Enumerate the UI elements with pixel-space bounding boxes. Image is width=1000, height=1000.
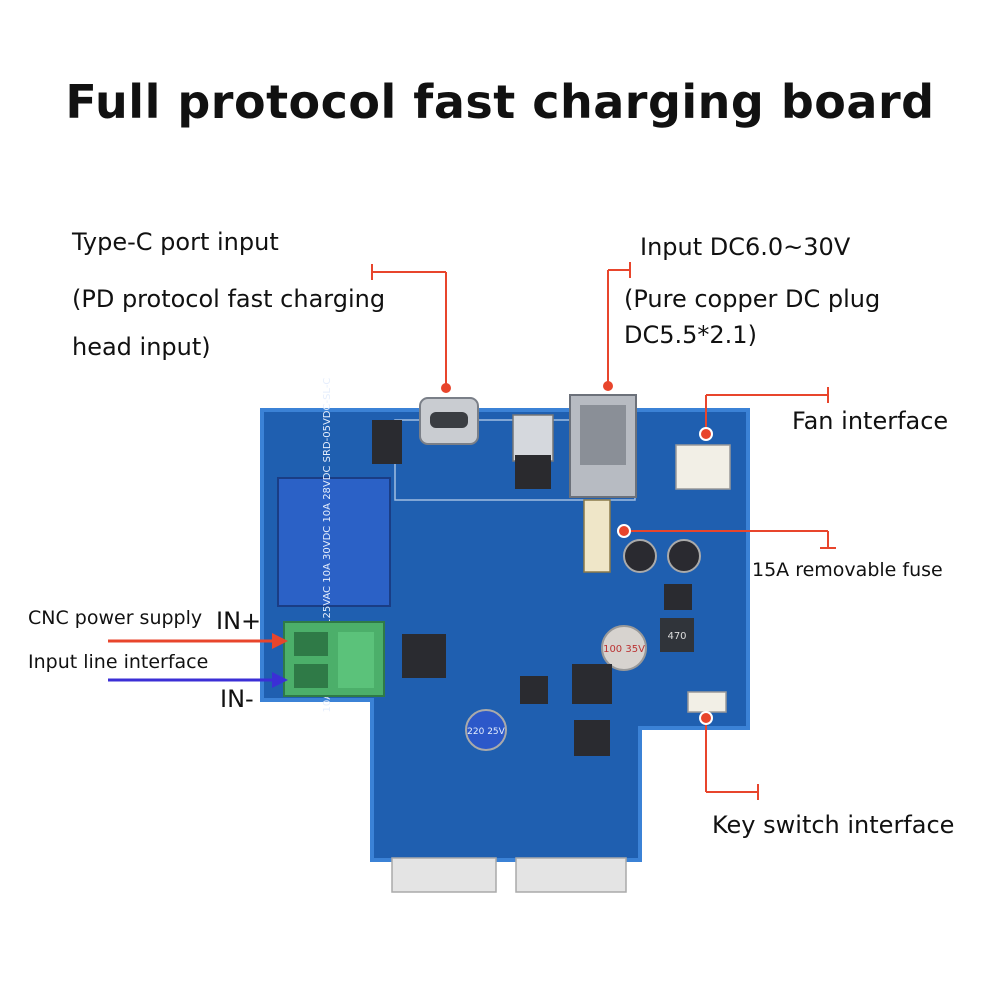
typec-label-line2: (PD protocol fast charging (72, 285, 386, 313)
fan-connector (675, 444, 731, 490)
in-minus-label: IN- (220, 685, 254, 713)
capacitor-large (601, 625, 647, 671)
capacitor-1 (623, 539, 657, 573)
fuse-label: 15A removable fuse (752, 559, 943, 581)
cap-large-marking: 100 35V (603, 644, 645, 655)
in-plus-label: IN+ (216, 607, 262, 635)
bottom-connector-left (391, 857, 497, 893)
fuse (583, 499, 611, 573)
ic-chip-4 (574, 720, 610, 756)
cnc-label: CNC power supply (28, 607, 203, 629)
input-line-label: Input line interface (28, 651, 209, 673)
cap-small-marking: 220 25V (467, 727, 505, 737)
relay-marking: 10A 250VAC 15A 125VAC 10A 30VDC 10A 28VD… (322, 378, 333, 713)
ic-chip-1 (402, 634, 446, 678)
ic-chip-3 (572, 664, 612, 704)
page-title: Full protocol fast charging board (65, 75, 935, 129)
inductor-marking: 470 (667, 631, 686, 642)
ic-chip-6 (664, 584, 692, 610)
dc-label-line2: (Pure copper DC plug (624, 285, 881, 313)
callout-dots (441, 381, 713, 725)
dc-label-line1: Input DC6.0~30V (640, 233, 851, 261)
inductor (660, 618, 694, 652)
ic-chip-2 (520, 676, 548, 704)
bottom-connector-right (515, 857, 627, 893)
callout-lines (371, 262, 836, 800)
fan-label: Fan interface (792, 407, 949, 435)
typec-label-line3: head input) (72, 333, 211, 361)
key-switch-label: Key switch interface (712, 811, 955, 839)
relay (277, 477, 391, 607)
key-switch-connector (687, 691, 727, 713)
dc-label-line3: DC5.5*2.1) (624, 321, 757, 349)
ic-chip-5 (372, 420, 402, 464)
typec-label-line1: Type-C port input (72, 228, 279, 256)
capacitor-2 (667, 539, 701, 573)
mosfet (512, 414, 554, 462)
capacitor-small (465, 709, 507, 751)
